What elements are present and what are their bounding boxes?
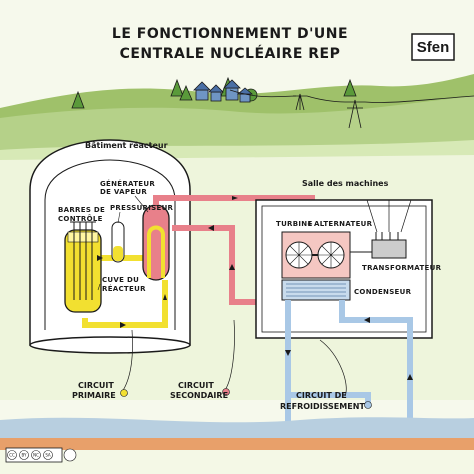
legend-dots bbox=[120, 388, 372, 409]
title-line-1: LE FONCTIONNEMENT D'UNE bbox=[112, 26, 348, 42]
alternator-label: ALTERNATEUR bbox=[314, 220, 373, 228]
condenser bbox=[281, 279, 351, 301]
turbine-plus: + bbox=[307, 220, 313, 228]
control-rods bbox=[70, 221, 96, 300]
primary-circuit-label-1: CIRCUIT bbox=[78, 381, 114, 390]
transformer bbox=[350, 199, 412, 259]
village-houses bbox=[193, 79, 254, 103]
license-cc: CC bbox=[9, 453, 15, 458]
machine-hall-label: Salle des machines bbox=[302, 179, 389, 188]
primary-flow-arrows bbox=[97, 255, 167, 328]
pressurizer bbox=[111, 221, 125, 263]
vessel-label-2: RÉACTEUR bbox=[102, 284, 146, 293]
steam-generator-pointer bbox=[134, 195, 149, 213]
secondary-circuit-label-1: CIRCUIT bbox=[178, 381, 214, 390]
reactor-building-label: Bâtiment réacteur bbox=[85, 140, 168, 150]
logo-text: Sfen bbox=[417, 39, 450, 56]
license-sa: SA bbox=[45, 453, 51, 458]
secondary-flow-arrows bbox=[208, 196, 238, 270]
condenser-label: CONDENSEUR bbox=[354, 288, 412, 296]
control-rods-label-2: CONTRÔLE bbox=[58, 214, 103, 223]
legend-pointers bbox=[121, 319, 347, 397]
pressurizer-label: PRESSURISEUR bbox=[110, 204, 174, 212]
secondary-circuit-label-2: SECONDAIRE bbox=[170, 391, 228, 400]
cooling-circuit-label-2: REFROIDISSEMENT bbox=[280, 402, 365, 411]
license-by: BY bbox=[22, 453, 28, 458]
vessel-pointer bbox=[97, 283, 101, 291]
control-rods-label-1: BARRES DE bbox=[58, 206, 105, 214]
sfen-logo: Sfen bbox=[411, 33, 455, 61]
license-badge: CC BY NC SA bbox=[5, 447, 77, 463]
author-badge-icon bbox=[63, 448, 77, 462]
river bbox=[0, 417, 474, 474]
cooling-circuit-label-1: CIRCUIT DE bbox=[296, 391, 347, 400]
license-nc: NC bbox=[33, 453, 39, 458]
turbine-label: TURBINE bbox=[276, 220, 313, 228]
vessel-label-1: CUVE DU bbox=[102, 276, 139, 284]
pressurizer-pointer bbox=[117, 211, 121, 224]
cooling-flow-arrows bbox=[285, 317, 413, 380]
title-line-2: CENTRALE NUCLÉAIRE REP bbox=[120, 45, 341, 62]
turbine-alternator bbox=[281, 231, 351, 279]
transformer-label: TRANSFORMATEUR bbox=[362, 264, 442, 272]
steam-generator bbox=[142, 204, 170, 281]
steam-generator-label-2: DE VAPEUR bbox=[100, 188, 147, 196]
power-pylons bbox=[229, 89, 474, 129]
reactor-vessel bbox=[64, 229, 102, 313]
steam-generator-label-1: GÉNÉRATEUR bbox=[100, 179, 155, 188]
primary-circuit-label-2: PRIMAIRE bbox=[72, 391, 116, 400]
